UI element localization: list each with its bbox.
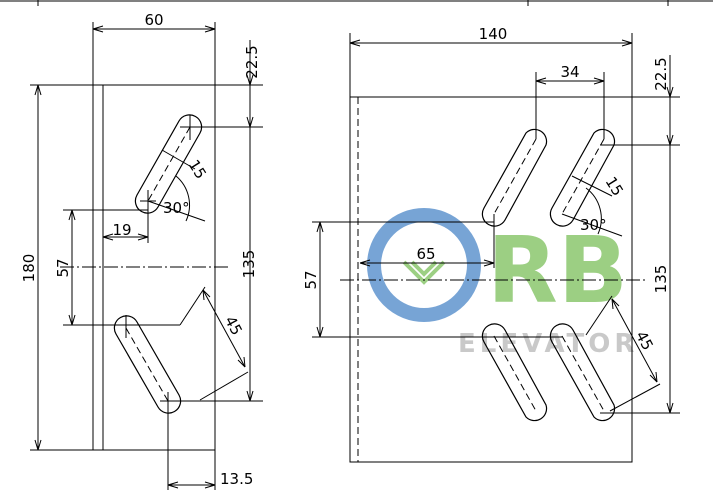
dim-ext — [179, 286, 206, 326]
dim-label-slot-spacing: 57 — [302, 270, 320, 289]
dim-label-bottom-offset: 13.5 — [220, 470, 253, 488]
dim-line-slot-width — [571, 175, 613, 197]
dim-label-slot-width: 15 — [185, 156, 210, 182]
dim-label-slot-gap: 34 — [560, 63, 579, 81]
dim-line-slot-length — [202, 289, 246, 368]
watermark-logo-chevron — [402, 260, 446, 285]
watermark-logo-ring — [367, 208, 481, 322]
left-lower-slot — [113, 315, 182, 414]
dim-arrows — [666, 86, 674, 146]
dim-line-slot-width — [161, 149, 196, 170]
angle-arc — [175, 175, 190, 222]
dim-arrows — [202, 289, 246, 368]
dim-ext — [609, 383, 661, 412]
right-lower-right-slot — [549, 323, 616, 422]
dim-label-slot-length: 45 — [221, 313, 246, 338]
watermark-sub-text: ELEVATOR — [458, 329, 638, 359]
dim-arrows — [535, 77, 605, 85]
dim-ext — [199, 371, 249, 401]
dim-arrows — [246, 390, 254, 402]
right-view: 140 34 22.5 135 57 65 15 30° — [302, 25, 680, 463]
left-upper-slot-centerline — [147, 126, 191, 202]
watermark: RB ELEVATOR — [367, 208, 638, 359]
slot-centerline — [561, 335, 605, 412]
dim-arrows — [359, 259, 495, 267]
dim-arrows — [666, 402, 674, 414]
dim-label-hole-offset: 65 — [416, 245, 435, 263]
dim-arrows — [102, 233, 149, 241]
left-lower-slot-centerline — [125, 327, 169, 402]
right-lower-left-slot — [481, 323, 548, 422]
dim-label-top-offset: 22.5 — [243, 45, 261, 78]
dim-label-slot-pitch: 135 — [652, 265, 670, 294]
slot-centerline — [493, 335, 537, 412]
left-upper-slot — [134, 114, 203, 214]
dim-label-width: 140 — [479, 25, 508, 43]
dim-label-height: 180 — [20, 254, 38, 283]
dim-label-width: 60 — [144, 11, 163, 29]
dim-label-slot-spacing: 57 — [54, 258, 72, 277]
dim-label-top-offset: 22.5 — [652, 57, 670, 90]
dim-arrows — [246, 74, 254, 128]
dim-label-slot-pitch: 135 — [240, 250, 258, 279]
angle-reference-line — [561, 213, 623, 237]
slot-centerline — [493, 138, 537, 215]
dim-label-slot-angle: 30° — [163, 199, 190, 217]
slot-centerline — [561, 138, 605, 215]
right-upper-right-slot — [549, 128, 616, 227]
dim-arrows — [68, 209, 76, 326]
left-view: 60 22.5 180 57 135 19 15 30° — [20, 11, 263, 490]
dim-ext — [585, 295, 613, 336]
dim-arrows — [349, 39, 633, 47]
dim-label-hole-offset: 19 — [112, 221, 131, 239]
dim-arrows — [316, 221, 324, 338]
angle-reference-line — [147, 200, 206, 222]
dim-label-slot-angle: 30° — [580, 216, 607, 234]
watermark-logo-text: RB — [487, 217, 628, 324]
dim-line-slot-length — [611, 298, 658, 383]
dim-arrows — [92, 25, 216, 33]
dim-arrows — [611, 298, 658, 383]
dim-label-slot-width: 15 — [602, 173, 627, 199]
dim-arrows — [34, 84, 42, 451]
angle-arc — [585, 187, 602, 235]
right-upper-left-slot — [481, 128, 548, 227]
dim-arrows — [167, 481, 216, 489]
